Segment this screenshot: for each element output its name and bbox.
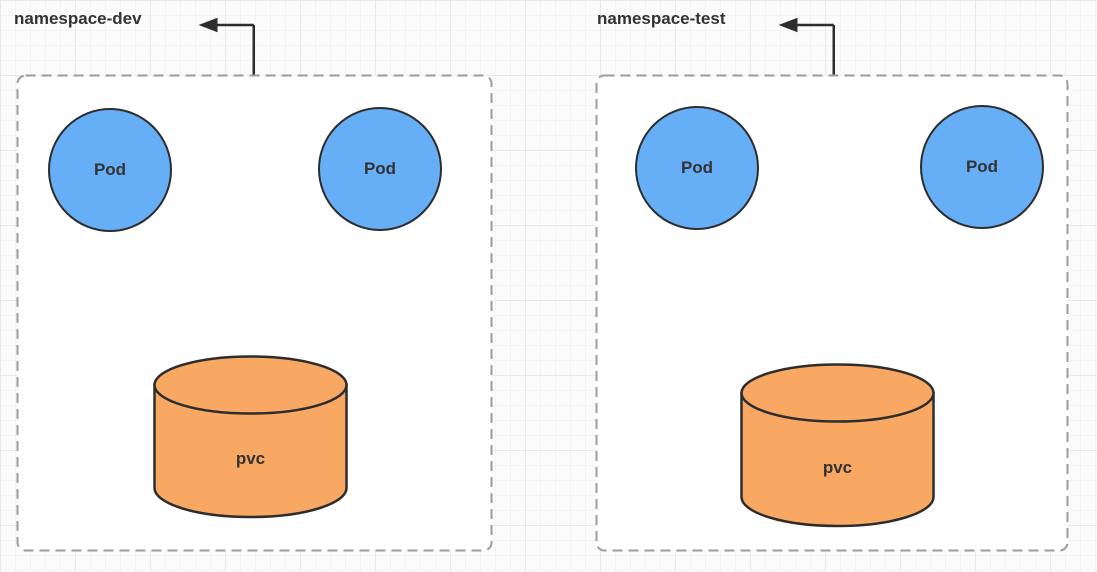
- namespace-dev-label[interactable]: namespace-dev: [14, 9, 142, 28]
- namespace-test-label[interactable]: namespace-test: [597, 9, 726, 28]
- pod-node[interactable]: Pod: [920, 105, 1044, 229]
- pod-label: Pod: [965, 157, 999, 176]
- elbow-arrow-left-icon[interactable]: [197, 17, 259, 79]
- pod-node[interactable]: Pod: [635, 106, 759, 230]
- pvc-node[interactable]: pvc: [739, 362, 936, 529]
- pod-node[interactable]: Pod: [48, 108, 172, 232]
- pod-label: Pod: [680, 158, 714, 177]
- cylinder-top: [153, 355, 348, 415]
- pvc-label: pvc: [236, 449, 265, 468]
- elbow-arrow-left-icon[interactable]: [777, 17, 839, 79]
- pvc-node[interactable]: pvc: [152, 354, 349, 520]
- pvc-label: pvc: [823, 458, 852, 477]
- pod-node[interactable]: Pod: [318, 107, 442, 231]
- cylinder-body: [153, 383, 348, 519]
- arrow-head: [198, 17, 218, 33]
- cylinder-body: [740, 391, 935, 528]
- pod-label: Pod: [363, 159, 397, 178]
- pod-label: Pod: [93, 160, 127, 179]
- cylinder-top: [740, 363, 935, 423]
- arrow-head: [778, 17, 798, 33]
